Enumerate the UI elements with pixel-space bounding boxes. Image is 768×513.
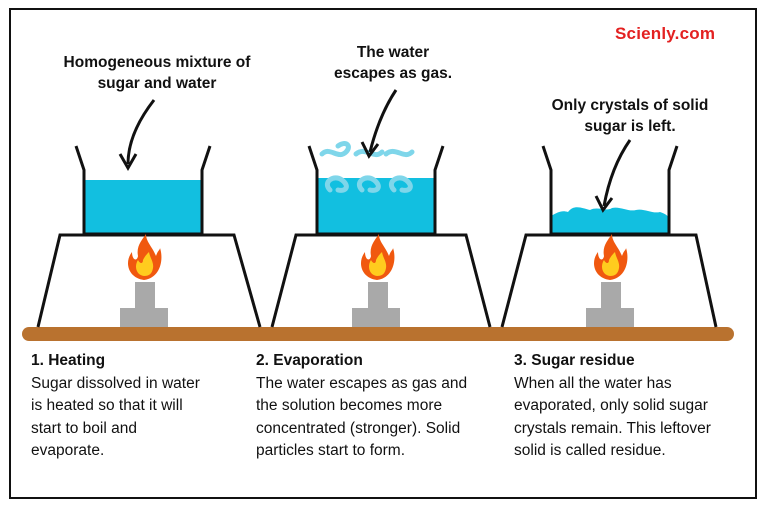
step-evaporation: 2. Evaporation The water escapes as gas … bbox=[256, 350, 506, 463]
step-title: 2. Evaporation bbox=[256, 352, 363, 369]
vapor-icon bbox=[319, 141, 415, 193]
callout-crystals: Only crystals of solid sugar is left. bbox=[530, 95, 730, 137]
callout-text: The water escapes as gas. bbox=[333, 44, 453, 82]
flame-icon bbox=[361, 234, 395, 280]
step-heating: 1. Heating Sugar dissolved in water is h… bbox=[31, 350, 251, 463]
arrow-icon bbox=[368, 89, 398, 153]
callout-text: Only crystals of solid sugar is left. bbox=[551, 97, 709, 135]
setup-residue bbox=[500, 139, 718, 328]
flame-icon bbox=[594, 234, 628, 280]
arrow-head bbox=[118, 153, 138, 172]
burner-icon bbox=[586, 282, 634, 327]
step-body: When all the water has evaporated, only … bbox=[514, 374, 711, 460]
step-body: The water escapes as gas and the solutio… bbox=[256, 374, 468, 460]
callout-text: Homogeneous mixture of sugar and water bbox=[63, 54, 251, 92]
arrow-head bbox=[360, 141, 380, 159]
arrow-icon bbox=[126, 99, 156, 165]
arrow-icon bbox=[602, 139, 632, 207]
beaker-icon bbox=[74, 145, 212, 236]
step-body: Sugar dissolved in water is heated so th… bbox=[31, 374, 200, 460]
callout-gas: The water escapes as gas. bbox=[323, 42, 463, 84]
bench bbox=[22, 327, 734, 341]
flame-icon bbox=[128, 234, 162, 280]
brand-logo[interactable]: Scienly.com bbox=[615, 24, 716, 43]
step-title: 1. Heating bbox=[31, 352, 106, 369]
burner-icon bbox=[120, 282, 168, 327]
beaker-icon bbox=[541, 145, 679, 236]
setup-evaporation bbox=[270, 89, 492, 328]
step-title: 3. Sugar residue bbox=[514, 352, 635, 369]
callout-mixture: Homogeneous mixture of sugar and water bbox=[48, 52, 266, 94]
step-residue: 3. Sugar residue When all the water has … bbox=[514, 350, 744, 463]
burner-icon bbox=[352, 282, 400, 327]
arrow-head bbox=[594, 195, 614, 213]
setup-heating bbox=[36, 99, 262, 328]
